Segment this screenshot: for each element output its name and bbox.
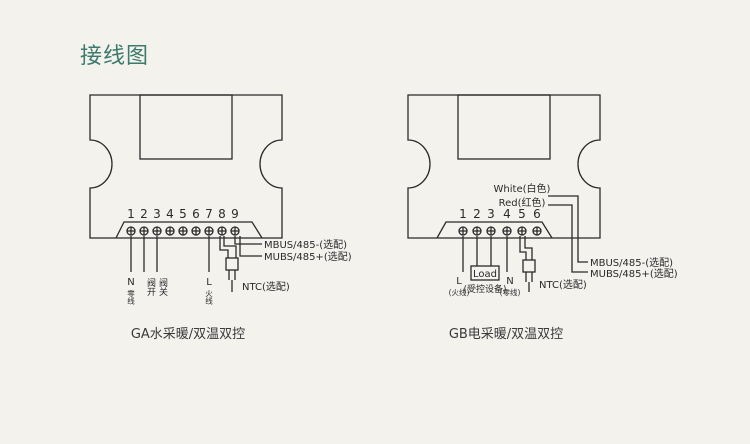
terminal-screws-b <box>458 226 542 236</box>
wire-note-n: 零线 <box>126 289 135 305</box>
load-label: Load <box>473 269 497 280</box>
wire-note-l: 火线 <box>204 290 213 305</box>
wire-label-valve-open: 阀开 <box>145 278 156 297</box>
terminal-number: 2 <box>140 207 148 221</box>
mbus-neg-label-b: MBUS/485-(选配) <box>590 256 673 269</box>
wire-label-l: L <box>206 277 212 288</box>
wire-note-l-b: (火线) <box>449 287 470 297</box>
terminal-numbers-a: 1 2 3 4 5 6 7 8 9 <box>127 207 239 221</box>
load-note: (受控设备) <box>463 283 506 295</box>
terminal-number: 2 <box>473 207 481 221</box>
diagram-a: 1 2 3 4 5 6 7 8 9 <box>89 94 352 342</box>
wires-b <box>462 236 533 272</box>
terminal-number: 8 <box>218 207 226 221</box>
red-label: Red(红色) <box>499 196 546 209</box>
mbus-pos-label-a: MUBS/485+(选配) <box>264 250 352 263</box>
terminal-number: 5 <box>518 207 526 221</box>
page-title: 接线图 <box>80 44 150 69</box>
terminal-number: 4 <box>503 207 511 221</box>
terminal-number: 3 <box>487 207 495 221</box>
terminal-number: 7 <box>205 207 213 221</box>
wire-label-l-b: L <box>456 276 462 287</box>
ntc-label-a: NTC(选配) <box>242 280 290 293</box>
ntc-label-b: NTC(选配) <box>539 278 587 291</box>
terminal-number: 4 <box>166 207 174 221</box>
terminal-number: 1 <box>127 207 135 221</box>
terminal-number: 9 <box>231 207 239 221</box>
terminal-block-b <box>436 221 553 239</box>
terminal-numbers-b: 1 2 3 4 5 6 <box>459 207 541 221</box>
caption-b: GB电采暖/双温双控 <box>449 327 563 342</box>
wire-note-n-b: (零线) <box>500 287 521 297</box>
terminal-number: 3 <box>153 207 161 221</box>
caption-a: GA水采暖/双温双控 <box>131 327 245 342</box>
white-label: White(白色) <box>494 182 551 195</box>
ntc-sensor-a <box>225 257 239 292</box>
wire-label-n: N <box>127 277 134 288</box>
ntc-sensor-b <box>522 259 536 292</box>
device-b-outline <box>407 94 601 239</box>
wire-label-valve-close: 阀关 <box>157 278 168 297</box>
terminal-number: 6 <box>533 207 541 221</box>
wires-a <box>130 236 262 272</box>
mbus-neg-label-a: MBUS/485-(选配) <box>264 238 347 251</box>
wires-b-485 <box>548 195 588 273</box>
terminal-block-a <box>115 221 263 239</box>
mbus-pos-label-b: MUBS/485+(选配) <box>590 267 678 280</box>
diagram-b: 1 2 3 4 5 6 <box>407 94 678 342</box>
terminal-screws-a <box>126 226 240 236</box>
terminal-number: 5 <box>179 207 187 221</box>
terminal-number: 6 <box>192 207 200 221</box>
terminal-number: 1 <box>459 207 467 221</box>
device-b-display <box>457 94 551 160</box>
device-a-outline <box>89 94 283 239</box>
wire-label-n-b: N <box>506 276 513 287</box>
device-a-display <box>139 94 233 160</box>
load-box <box>470 265 500 281</box>
